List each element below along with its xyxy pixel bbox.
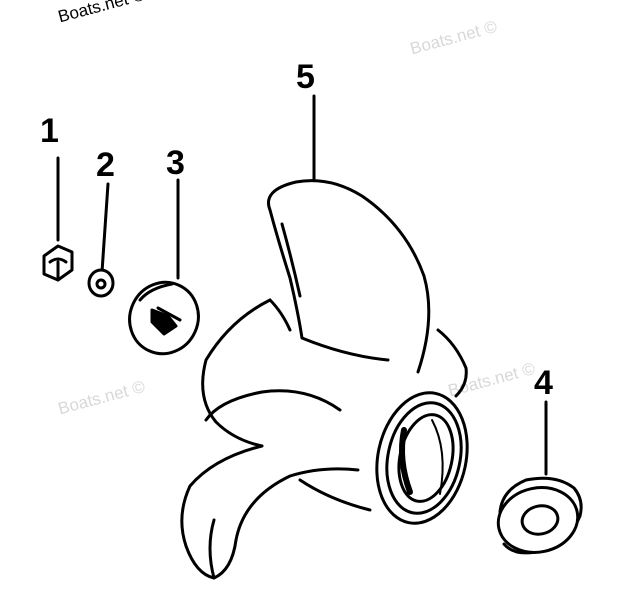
callout-label-5: 5 — [296, 58, 315, 96]
callout-label-3: 3 — [166, 144, 185, 182]
spacer-part — [128, 280, 200, 356]
callout-label-4: 4 — [534, 364, 553, 402]
hex-nut-part — [42, 244, 74, 282]
callout-label-2: 2 — [96, 146, 115, 184]
leader-line-2 — [100, 182, 110, 274]
propeller-part — [180, 179, 469, 580]
washer-part — [87, 268, 115, 298]
callout-label-1: 1 — [40, 112, 59, 150]
thrust-washer-part — [496, 476, 583, 555]
